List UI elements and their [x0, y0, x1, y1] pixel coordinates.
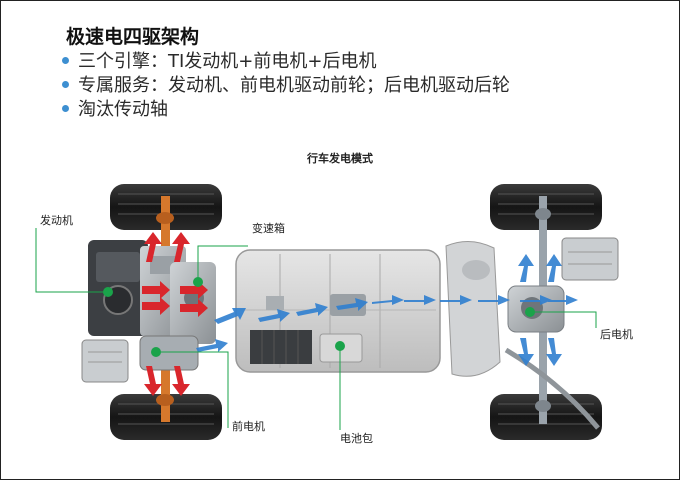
- battery-marker-icon: [335, 341, 345, 351]
- label-gearbox: 变速箱: [252, 222, 285, 235]
- bullet-text: 专属服务：发动机、前电机驱动前轮；后电机驱动后轮: [78, 75, 510, 96]
- bullet-item: 三个引擎：TI发动机+前电机+后电机: [62, 48, 510, 72]
- bullet-text: 淘汰传动轴: [78, 99, 168, 120]
- battery-pack: [235, 249, 441, 373]
- label-engine: 发动机: [40, 214, 73, 227]
- bullet-dot-icon: [62, 56, 69, 64]
- gearbox: [170, 262, 216, 344]
- inverter-box: [81, 339, 129, 383]
- exhaust-pipe: [504, 347, 600, 430]
- callout-leader-lines: [35, 228, 597, 430]
- gearbox-marker-icon: [193, 277, 203, 287]
- engine-power-flow-arrows: [142, 232, 208, 396]
- slide-title: 极速电四驱架构: [66, 26, 200, 48]
- rear-electronics: [561, 237, 619, 281]
- electric-power-flow-arrows: [196, 254, 578, 366]
- bullet-item: 专属服务：发动机、前电机驱动前轮；后电机驱动后轮: [62, 72, 510, 96]
- bullet-dot-icon: [62, 80, 69, 88]
- bullet-list: 三个引擎：TI发动机+前电机+后电机 专属服务：发动机、前电机驱动前轮；后电机驱…: [62, 48, 510, 120]
- rear-motor-marker-icon: [525, 307, 535, 317]
- fuel-tank: [445, 241, 501, 377]
- label-front-motor: 前电机: [232, 420, 265, 433]
- diagram-title: 行车发电模式: [307, 152, 373, 165]
- bullet-item: 淘汰传动轴: [62, 96, 510, 120]
- label-rear-motor: 后电机: [600, 328, 633, 341]
- bullet-text: 三个引擎：TI发动机+前电机+后电机: [78, 51, 377, 72]
- engine-marker-icon: [103, 287, 113, 297]
- label-battery: 电池包: [340, 432, 373, 445]
- bullet-dot-icon: [62, 104, 69, 112]
- front-half-shaft: [156, 196, 174, 422]
- callout-markers: [103, 277, 535, 357]
- front-motor: [139, 335, 199, 371]
- rear-motor: [507, 285, 565, 333]
- front-motor-marker-icon: [151, 347, 161, 357]
